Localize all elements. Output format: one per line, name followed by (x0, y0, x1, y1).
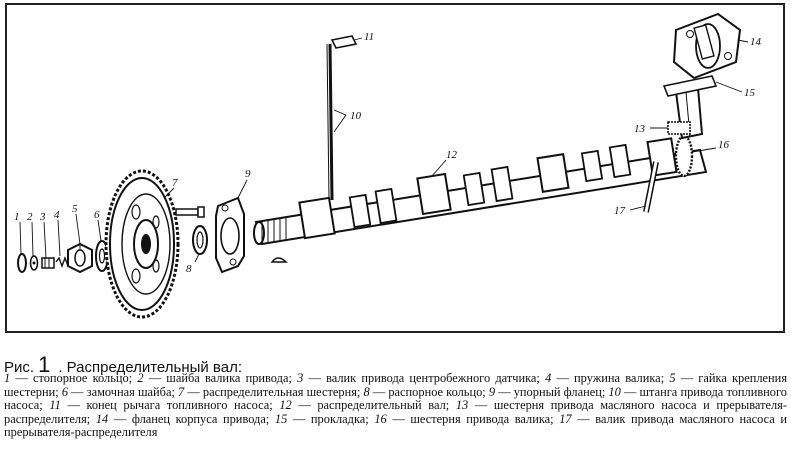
legend-item-name: распределительная шестерня (202, 384, 357, 399)
legend-item: 11 — конец рычага топливного насоса; (49, 398, 280, 413)
legend-item: 2 — шайба валика привода; (137, 371, 298, 385)
part-label-16: 16 (718, 139, 730, 151)
legend-item: 14 — фланец корпуса привода; (95, 411, 275, 426)
legend-item-name: гайка крепления шестерни (4, 371, 788, 399)
legend-item-number: 1 (4, 371, 11, 385)
legend-item: 17 — валик привода масляного насоса и пр… (4, 411, 788, 440)
legend-item-name: замочная шайба (86, 384, 172, 399)
parts-legend: 1 — стопорное кольцо; 2 — шайба валика п… (4, 371, 788, 440)
part-label-5: 5 (72, 203, 78, 215)
legend-item-number: 15 (274, 411, 288, 426)
legend-item-name: фланец корпуса привода (131, 411, 266, 426)
part-label-15: 15 (744, 87, 756, 99)
part-label-3: 3 (39, 211, 46, 223)
part-label-6: 6 (94, 209, 100, 221)
legend-item-name: распределительный вал (317, 398, 446, 413)
legend-item: 16 — шестерня привода валика; (374, 411, 560, 426)
part-label-4: 4 (54, 209, 60, 221)
legend-item-number: 12 (279, 398, 292, 413)
sensor-drive-roller (41, 257, 55, 269)
legend-item-number: 4 (545, 371, 552, 385)
part-label-9: 9 (245, 168, 251, 180)
gear-nut (67, 242, 93, 274)
legend-item: 7 — распределительная шестерня; (178, 384, 364, 399)
legend-item: 9 — упорный фланец; (488, 384, 609, 399)
legend-item: 1 — стопорное кольцо; (4, 371, 138, 385)
legend-item-name: валик привода масляного насоса и прерыва… (4, 411, 788, 440)
legend-item-number: 2 (137, 371, 144, 385)
camshaft (253, 137, 708, 246)
legend-item-name: конец рычага топливного насоса (86, 398, 270, 413)
drive-washer (29, 255, 39, 271)
retaining-ring (17, 253, 27, 273)
legend-item: 4 — пружина валика; (545, 371, 670, 385)
timing-gear (104, 169, 180, 319)
figure-caption: Рис.1 . Распределительный вал: (4, 352, 787, 378)
legend-item-name: распорное кольцо (388, 384, 483, 399)
caption-number: 1 (38, 352, 51, 377)
legend-item-number: 8 (363, 384, 370, 399)
part-label-2: 2 (27, 211, 33, 223)
part-label-13: 13 (634, 123, 646, 135)
legend-item-name: шестерня привода валика (410, 411, 551, 426)
legend-item-number: 6 (61, 384, 69, 399)
legend-item: 10 — штанга привода топливного насоса; (4, 384, 787, 413)
part-label-8: 8 (186, 263, 192, 275)
camshaft-drawing: 1 2 3 4 5 6 7 8 9 10 11 12 13 14 15 16 1… (5, 3, 785, 333)
legend-item: 8 — распорное кольцо; (363, 384, 489, 399)
legend-item-number: 11 (49, 398, 61, 413)
legend-item: 3 — валик привода центробежного датчика; (297, 371, 546, 385)
legend-item-number: 13 (455, 398, 469, 413)
legend-item-name: упорный фланец (513, 384, 602, 399)
legend-item-number: 7 (178, 384, 185, 399)
legend-item: 13 — шестерня привода масляного насоса и… (4, 398, 788, 426)
part-labels: 1 2 3 4 5 6 7 8 9 10 11 12 13 14 15 16 1… (14, 31, 762, 275)
legend-item-name: стопорное кольцо (32, 371, 129, 385)
shaft-drive-gear (674, 134, 694, 178)
legend-item-number: 9 (488, 384, 496, 399)
caption-prefix: Рис. (4, 359, 35, 376)
legend-item-name: валик привода центробежного датчика (326, 371, 537, 385)
figure-frame (5, 3, 785, 333)
legend-item-name: шестерня привода масляного насоса и прер… (4, 398, 788, 426)
part-label-17: 17 (614, 205, 626, 217)
drive-gasket (662, 75, 718, 97)
part-label-10: 10 (350, 110, 362, 122)
oil-pump-gear (667, 121, 691, 135)
legend-item: 12 — распределительный вал; (279, 398, 456, 413)
part-label-14: 14 (750, 36, 762, 48)
thrust-flange (215, 196, 245, 274)
legend-item: 6 — замочная шайба; (61, 384, 179, 399)
fuel-pump-rod (326, 43, 334, 201)
caption-title: . Распределительный вал: (58, 359, 242, 376)
part-label-1: 1 (14, 211, 20, 223)
legend-item-name: штанга привода топливного насоса (4, 384, 787, 413)
legend-item-number: 16 (374, 411, 387, 426)
legend-item-name: шайба валика привода (166, 371, 289, 385)
legend-item-number: 10 (608, 384, 621, 399)
exploded-view-figure: 1 2 3 4 5 6 7 8 9 10 11 12 13 14 15 16 1… (5, 3, 785, 333)
drive-housing-flange (672, 12, 742, 80)
legend-item-number: 3 (297, 371, 304, 385)
part-label-11: 11 (364, 31, 374, 43)
part-label-12: 12 (446, 149, 458, 161)
legend-item-name: пружина валика (574, 371, 661, 385)
legend-item-number: 14 (95, 411, 109, 426)
legend-item-number: 17 (559, 411, 572, 426)
leader-lines (19, 37, 749, 263)
flange-bolt (175, 206, 205, 218)
spacer-ring (192, 225, 208, 255)
legend-item-number: 5 (669, 371, 676, 385)
shaft-key (270, 257, 288, 263)
part-label-7: 7 (172, 177, 178, 189)
fuel-pump-lever-end (330, 35, 358, 49)
legend-item-name: прокладка (310, 411, 366, 426)
legend-item: 5 — гайка крепления шестерни; (4, 371, 788, 399)
legend-item: 15 — прокладка; (274, 411, 375, 426)
oil-pump-roller (643, 161, 659, 213)
